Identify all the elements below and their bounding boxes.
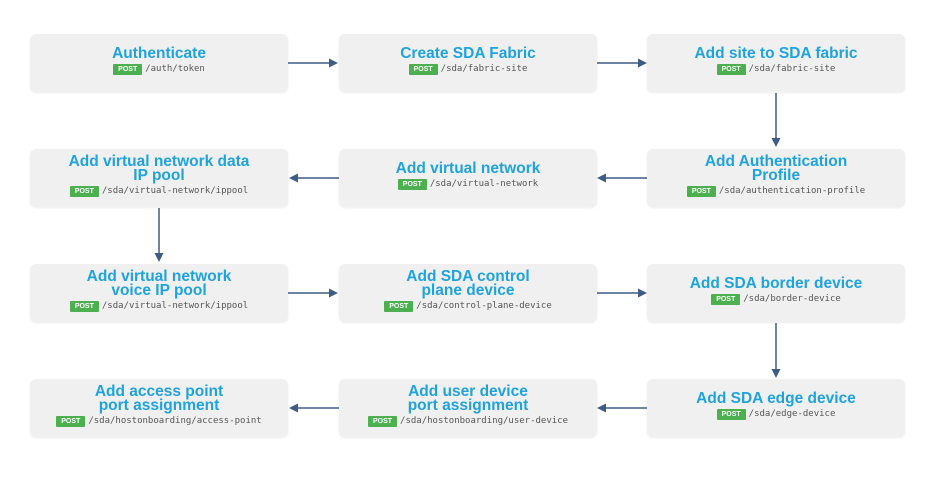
step-endpoint: POST /sda/hostonboarding/user-device (367, 416, 569, 427)
arrow-voice-pool-to-control-plane (288, 288, 338, 298)
endpoint-path: /sda/edge-device (748, 409, 836, 419)
endpoint-path: /sda/border-device (743, 294, 841, 304)
step-add-border-device: Add SDA border device POST /sda/border-d… (647, 264, 905, 322)
step-title: Authenticate (112, 45, 206, 62)
step-authenticate: Authenticate POST /auth/token (30, 34, 288, 92)
endpoint-path: /sda/authentication-profile (718, 186, 866, 196)
step-add-virtual-network: Add virtual network POST /sda/virtual-ne… (339, 149, 597, 207)
step-title: Add SDA border device (689, 275, 863, 292)
method-badge: POST (384, 301, 414, 312)
step-endpoint: POST /sda/hostonboarding/access-point (56, 416, 262, 427)
step-endpoint: POST /sda/edge-device (716, 409, 836, 420)
step-endpoint: POST /sda/control-plane-device (384, 301, 552, 312)
method-badge: POST (408, 64, 438, 75)
arrow-user-device-to-access-point (289, 403, 339, 413)
step-endpoint: POST /sda/border-device (711, 294, 841, 305)
step-title: Create SDA Fabric (400, 45, 536, 62)
method-badge: POST (711, 294, 741, 305)
method-badge: POST (716, 64, 746, 75)
step-endpoint: POST /auth/token (113, 64, 205, 75)
endpoint-path: /sda/fabric-site (748, 64, 836, 74)
step-title: Add virtual network data IP pool (68, 153, 250, 184)
arrow-add-site-to-auth-profile (771, 93, 781, 147)
step-endpoint: POST /sda/fabric-site (408, 64, 528, 75)
step-title: Add virtual network (395, 160, 541, 177)
step-title: Add SDA control plane device (406, 268, 530, 299)
step-title: Add site to SDA fabric (694, 45, 858, 62)
step-endpoint: POST /sda/virtual-network/ippool (69, 301, 249, 312)
step-add-access-point-port: Add access point port assignment POST /s… (30, 379, 288, 437)
step-title: Add Authentication Profile (704, 153, 848, 184)
arrow-create-fabric-to-add-site (597, 58, 647, 68)
step-add-data-ip-pool: Add virtual network data IP pool POST /s… (30, 149, 288, 207)
step-title: Add SDA edge device (696, 390, 856, 407)
endpoint-path: /sda/virtual-network/ippool (101, 301, 249, 311)
step-title: Add access point port assignment (94, 383, 224, 414)
step-add-user-device-port: Add user device port assignment POST /sd… (339, 379, 597, 437)
step-add-control-plane-device: Add SDA control plane device POST /sda/c… (339, 264, 597, 322)
method-badge: POST (69, 186, 99, 197)
arrow-data-pool-to-voice-pool (154, 208, 164, 262)
method-badge: POST (56, 416, 86, 427)
endpoint-path: /auth/token (145, 64, 205, 74)
step-endpoint: POST /sda/virtual-network (397, 179, 539, 190)
method-badge: POST (686, 186, 716, 197)
endpoint-path: /sda/control-plane-device (416, 301, 552, 311)
step-title: Add virtual network voice IP pool (86, 268, 232, 299)
arrow-virtual-network-to-data-pool (289, 173, 339, 183)
method-badge: POST (69, 301, 99, 312)
step-add-voice-ip-pool: Add virtual network voice IP pool POST /… (30, 264, 288, 322)
endpoint-path: /sda/virtual-network (429, 179, 539, 189)
arrow-auth-profile-to-virtual-network (597, 173, 647, 183)
endpoint-path: /sda/hostonboarding/user-device (400, 416, 569, 426)
method-badge: POST (397, 179, 427, 190)
arrow-edge-to-user-device (597, 403, 647, 413)
arrow-authenticate-to-create-fabric (288, 58, 338, 68)
step-create-sda-fabric: Create SDA Fabric POST /sda/fabric-site (339, 34, 597, 92)
step-add-edge-device: Add SDA edge device POST /sda/edge-devic… (647, 379, 905, 437)
step-endpoint: POST /sda/fabric-site (716, 64, 836, 75)
method-badge: POST (367, 416, 398, 427)
method-badge: POST (716, 409, 746, 420)
arrow-control-plane-to-border (597, 288, 647, 298)
endpoint-path: /sda/virtual-network/ippool (101, 186, 249, 196)
step-endpoint: POST /sda/authentication-profile (686, 186, 866, 197)
step-title: Add user device port assignment (407, 383, 529, 414)
method-badge: POST (113, 64, 143, 75)
step-endpoint: POST /sda/virtual-network/ippool (69, 186, 249, 197)
arrow-border-to-edge (771, 323, 781, 378)
step-add-site-to-fabric: Add site to SDA fabric POST /sda/fabric-… (647, 34, 905, 92)
step-add-authentication-profile: Add Authentication Profile POST /sda/aut… (647, 149, 905, 207)
endpoint-path: /sda/fabric-site (440, 64, 528, 74)
endpoint-path: /sda/hostonboarding/access-point (88, 416, 262, 426)
